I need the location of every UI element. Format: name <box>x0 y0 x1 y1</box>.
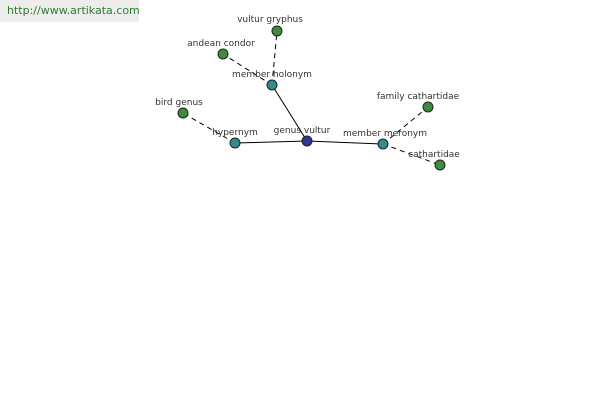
node-cathartidae[interactable]: cathartidae <box>408 150 460 171</box>
edge-hypernym-bird-genus <box>182 112 236 144</box>
node-vultur-gryphus[interactable]: vultur gryphus <box>237 15 303 37</box>
node-hypernym[interactable]: hypernym <box>212 128 258 149</box>
edge-holonym-andean-condor <box>222 53 273 86</box>
site-url-link[interactable]: http://www.artikata.com <box>0 0 140 22</box>
edge-center-member-meronym <box>306 140 384 145</box>
node-label: cathartidae <box>408 150 460 160</box>
node-label: genus vultur <box>274 126 331 136</box>
node-label: bird genus <box>155 98 203 108</box>
node-label: hypernym <box>212 128 258 138</box>
node-label: member holonym <box>232 70 312 80</box>
node-label: member meronym <box>343 129 427 139</box>
edge-meronym-family-cathartidae <box>382 106 429 145</box>
edge-holonym-vultur-gryphus <box>271 30 278 86</box>
node-genus-vultur[interactable]: genus vultur <box>274 126 331 147</box>
node-andean-condor[interactable]: andean condor <box>187 39 255 60</box>
node-label: family cathartidae <box>377 92 460 102</box>
node-label: vultur gryphus <box>237 15 303 25</box>
node-member-holonym[interactable]: member holonym <box>232 70 312 91</box>
edge-center-member-holonym <box>271 84 308 142</box>
node-bird-genus[interactable]: bird genus <box>155 98 203 119</box>
node-member-meronym[interactable]: member meronym <box>343 129 427 150</box>
edge-meronym-cathartidae <box>382 143 441 166</box>
edge-center-hypernym <box>234 140 308 144</box>
node-family-cathartidae[interactable]: family cathartidae <box>377 92 460 113</box>
node-label: andean condor <box>187 39 255 49</box>
